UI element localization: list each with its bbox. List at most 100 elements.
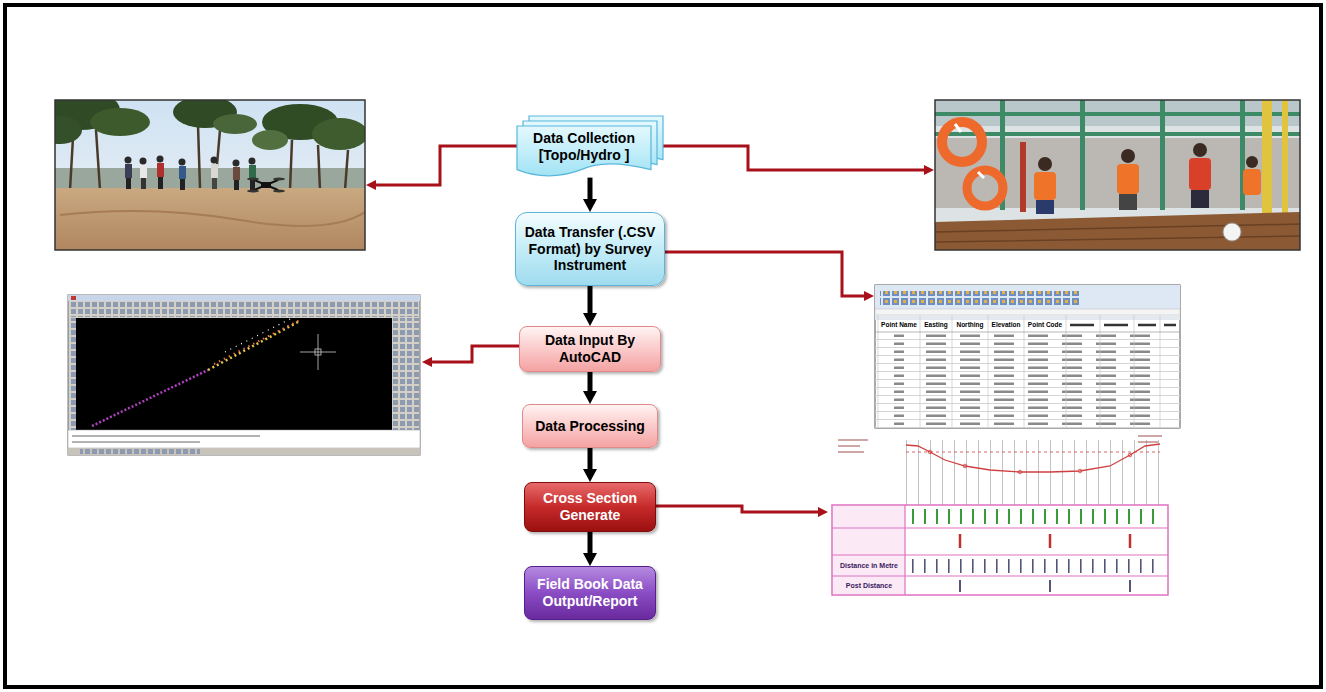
node-text: Field Book Data Output/Report (531, 576, 649, 610)
autocad-screenshot (71, 296, 76, 300)
drone-survey-photo (273, 178, 285, 181)
cross-section-drawing (928, 450, 932, 454)
drone-survey-photo (140, 158, 147, 165)
node-text: Data Collection [Topo/Hydro ] (521, 130, 647, 164)
leader-arrow (656, 506, 818, 512)
autocad-screenshot (68, 430, 420, 448)
drone-survey-photo (233, 167, 240, 180)
drone-survey-photo (157, 163, 164, 177)
cross-section-drawing (832, 505, 1168, 595)
drone-survey-photo (126, 178, 131, 189)
table-header: Northing (952, 321, 988, 330)
boat-survey-photo (1189, 158, 1211, 190)
boat-survey-photo (935, 100, 1300, 250)
cross-section-drawing (906, 444, 1160, 472)
drone-survey-photo (158, 177, 163, 189)
drone-survey-photo (211, 164, 218, 178)
leader-arrow (432, 346, 519, 362)
cross-section-drawing (1138, 436, 1162, 442)
boat-survey-photo (1193, 143, 1207, 157)
outer-frame (5, 5, 1321, 687)
drone-survey-photo (179, 166, 186, 179)
node-text: Data Transfer (.CSV Format) by Survey In… (522, 224, 658, 274)
boat-survey-photo (935, 138, 1300, 208)
boat-survey-photo (1034, 172, 1056, 200)
drone-survey-photo (249, 165, 256, 179)
autocad-screenshot (225, 318, 292, 352)
csv-spreadsheet (875, 285, 1180, 428)
drone-survey-photo (233, 160, 240, 167)
cross-section-drawing (830, 430, 1170, 600)
process-box: Data Input By AutoCAD (519, 326, 661, 372)
csv-spreadsheet (920, 332, 1160, 426)
csv-spreadsheet (875, 309, 1180, 315)
autocad-screenshot (214, 320, 300, 364)
flow-arrow (588, 286, 593, 313)
drone-survey-photo (55, 100, 365, 250)
drone-survey-photo (60, 211, 365, 226)
cross-section-drawing (1018, 470, 1022, 474)
terminal-box: Field Book Data Output/Report (524, 566, 656, 620)
boat-survey-photo (1117, 164, 1139, 194)
boat-survey-photo (935, 100, 1300, 126)
cross-section-drawing (832, 505, 1168, 595)
cross-section-drawing (830, 430, 1170, 600)
drone-survey-photo (125, 164, 132, 178)
drone-survey-photo (90, 108, 150, 136)
drone-survey-photo (247, 178, 259, 181)
table-header: Easting (920, 321, 952, 330)
drone-survey-photo (273, 190, 285, 193)
boat-survey-photo (935, 100, 1300, 250)
csv-spreadsheet (878, 332, 920, 426)
csv-spreadsheet (875, 332, 1180, 333)
node-text: Data Input By AutoCAD (526, 332, 654, 366)
boat-survey-photo (1246, 156, 1258, 168)
leader-arrow (376, 146, 924, 512)
node-text: Data Processing (529, 418, 651, 435)
boat-survey-photo (935, 100, 1300, 250)
process-box: Cross Section Generate (524, 482, 656, 532)
autocad-screenshot (80, 449, 200, 454)
boat-survey-photo (935, 112, 1300, 116)
drone-survey-photo (212, 178, 217, 189)
flow-arrow (588, 178, 593, 199)
autocad-screenshot (72, 436, 260, 442)
drone-survey-photo (55, 188, 365, 250)
drone-survey-photo (213, 114, 257, 134)
drone-survey-photo (55, 100, 365, 250)
drone-survey-photo (261, 182, 271, 188)
drone-survey-photo (211, 157, 218, 164)
autocad-screenshot (208, 322, 298, 370)
cross-section-drawing (960, 534, 1130, 548)
flow-arrow (588, 532, 593, 553)
drone-survey-photo (140, 165, 147, 178)
boat-survey-photo (1119, 194, 1137, 210)
drone-survey-photo (157, 156, 164, 163)
cross-section-drawing (833, 506, 905, 594)
drone-survey-photo (141, 178, 146, 189)
cross-section-drawing (960, 580, 1130, 592)
document-page (517, 126, 651, 176)
boat-survey-photo (942, 122, 982, 162)
table-header: Elevation (988, 321, 1024, 330)
cross-section-drawing (1128, 453, 1132, 457)
boat-survey-photo (1223, 223, 1241, 241)
process-box: Data Transfer (.CSV Format) by Survey In… (515, 212, 665, 286)
boat-survey-photo (1036, 200, 1054, 214)
drone-survey-photo (180, 179, 185, 190)
process-box: Data Processing (522, 404, 658, 448)
cross-section-drawing (838, 440, 868, 452)
boat-survey-photo (935, 224, 1300, 242)
drone-survey-photo (234, 180, 239, 190)
drone-survey-photo (312, 118, 365, 150)
autocad-screenshot (70, 302, 418, 317)
autocad-screenshot (393, 318, 419, 430)
boat-survey-photo (1020, 142, 1026, 212)
autocad-screenshot (68, 295, 420, 455)
autocad-screenshot (68, 295, 420, 301)
table-header: Point Name (878, 321, 920, 330)
flow-arrow (588, 448, 593, 469)
drone-survey-photo (254, 180, 278, 190)
csv-spreadsheet (880, 291, 1080, 305)
